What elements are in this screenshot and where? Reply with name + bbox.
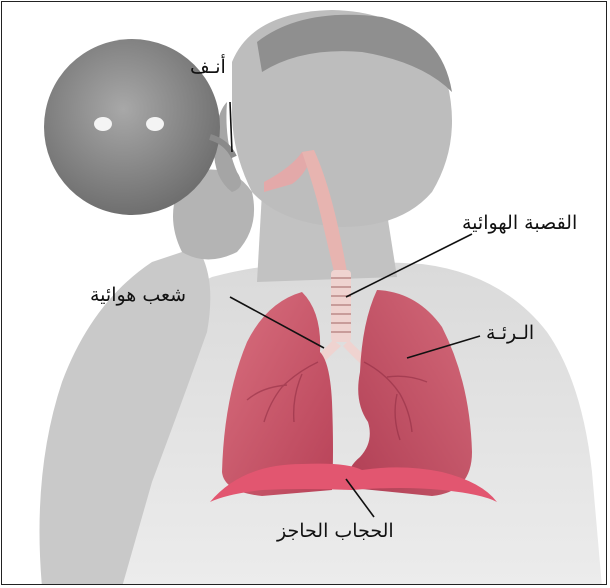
lung-label: الـرئـة xyxy=(486,324,534,343)
nose-label: أنـف xyxy=(190,58,226,77)
bronchus-label: شعب هوائية xyxy=(90,286,186,305)
trachea-label: القصبة الهوائية xyxy=(462,214,577,233)
diaphragm-label: الحجاب الحاجز xyxy=(277,522,394,541)
nose-leader xyxy=(230,102,232,152)
